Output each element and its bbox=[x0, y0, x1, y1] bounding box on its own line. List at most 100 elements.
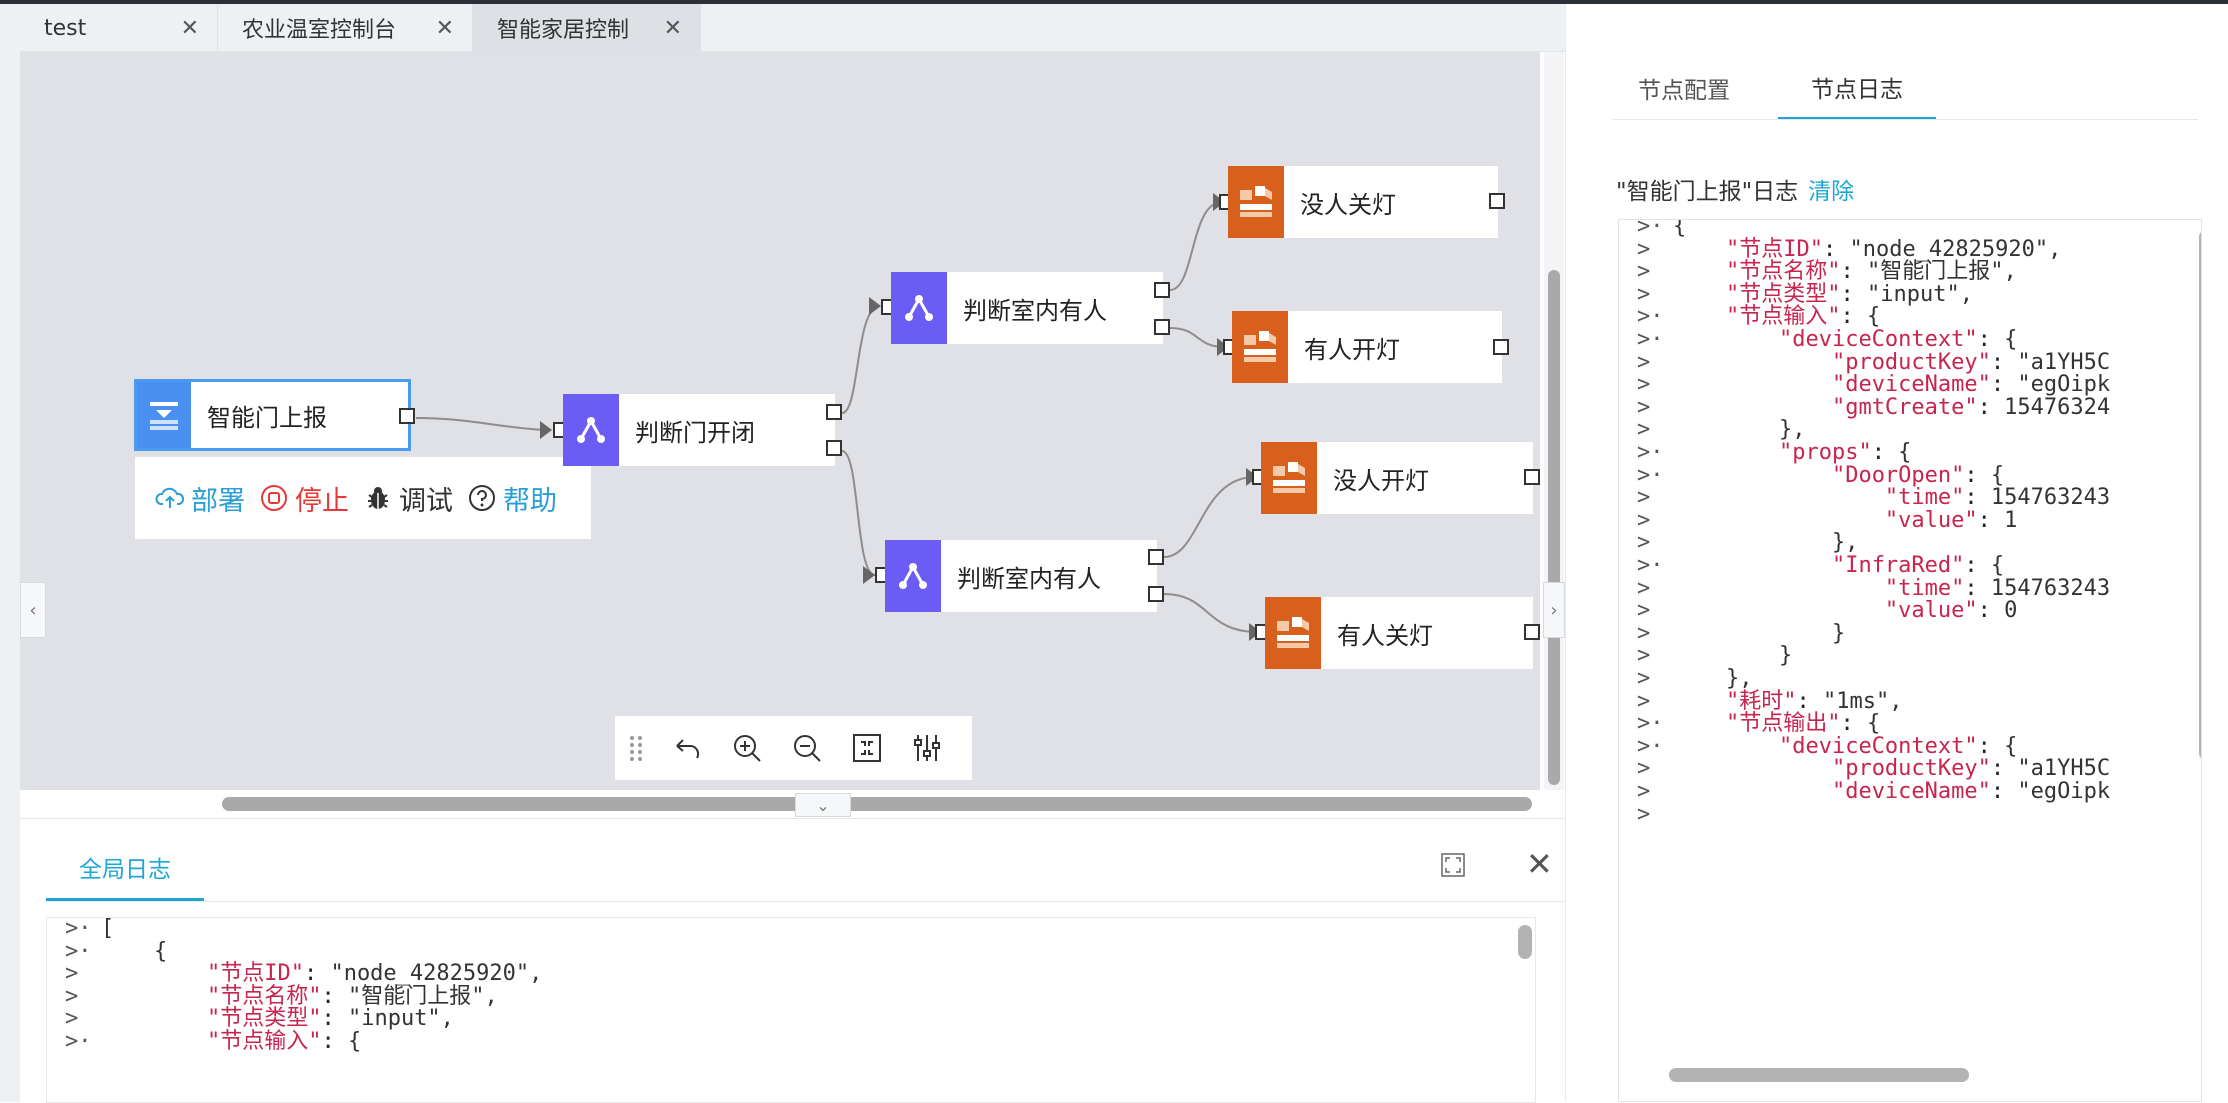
fold-gutter[interactable]: >· bbox=[1637, 733, 1664, 759]
collapse-bottom-button[interactable]: ⌄ bbox=[795, 793, 851, 817]
fold-gutter[interactable]: > bbox=[1637, 598, 1651, 624]
fold-gutter[interactable]: > bbox=[1637, 688, 1651, 714]
drag-handle-icon[interactable] bbox=[627, 730, 645, 766]
tab-global-log[interactable]: 全局日志 bbox=[46, 835, 204, 901]
node-output-port[interactable] bbox=[826, 440, 842, 456]
collapse-right-button[interactable]: › bbox=[1543, 582, 1565, 638]
node-output-port[interactable] bbox=[1493, 339, 1509, 355]
tab-greenhouse-console[interactable]: 农业温室控制台 ✕ bbox=[218, 4, 473, 52]
node-output-port[interactable] bbox=[1489, 193, 1505, 209]
chevron-left-icon: ‹ bbox=[29, 599, 37, 621]
fit-view-icon[interactable] bbox=[849, 730, 885, 766]
node-output-port[interactable] bbox=[399, 408, 415, 424]
expand-icon[interactable] bbox=[1438, 850, 1468, 880]
tab-label: 全局日志 bbox=[79, 856, 171, 883]
tab-node-config[interactable]: 节点配置 bbox=[1612, 56, 1756, 120]
code-line: >· "InfraRed": { bbox=[1619, 555, 2201, 577]
zoom-in-icon[interactable] bbox=[729, 730, 765, 766]
flow-node-someone-light-off[interactable]: 有人关灯 bbox=[1265, 597, 1533, 669]
fold-gutter[interactable]: >· bbox=[1637, 327, 1664, 352]
node-output-port[interactable] bbox=[1148, 549, 1164, 565]
log-horizontal-scrollbar[interactable] bbox=[1669, 1068, 1969, 1082]
undo-icon[interactable] bbox=[669, 730, 705, 766]
fold-gutter[interactable]: > bbox=[1637, 801, 1651, 827]
fold-gutter[interactable]: >· bbox=[1637, 304, 1664, 330]
tab-node-log[interactable]: 节点日志 bbox=[1778, 56, 1936, 120]
code-line: > "gmtCreate": 15476324 bbox=[1619, 394, 2201, 420]
node-output-port[interactable] bbox=[1524, 624, 1540, 640]
flow-node-nobody-light-on[interactable]: 没人开灯 bbox=[1261, 442, 1533, 514]
code-text: "节点输出": { bbox=[1725, 711, 1881, 737]
close-icon[interactable]: ✕ bbox=[435, 16, 454, 41]
clear-button[interactable]: 清除 bbox=[1808, 179, 1855, 205]
stop-button[interactable]: 停止 bbox=[259, 479, 349, 518]
canvas-horizontal-scrollbar[interactable] bbox=[222, 797, 1532, 811]
editor-tabs: test ✕ 农业温室控制台 ✕ 智能家居控制 ✕ bbox=[20, 4, 1565, 52]
flow-node-smart-door-report[interactable]: 智能门上报 bbox=[134, 379, 411, 451]
node-output-port[interactable] bbox=[1154, 282, 1170, 298]
fold-gutter[interactable]: > bbox=[1637, 281, 1651, 307]
fold-gutter[interactable]: > bbox=[1637, 530, 1651, 556]
tab-smart-home-control[interactable]: 智能家居控制 ✕ bbox=[473, 4, 701, 52]
code-line: > "deviceName": "egOipk bbox=[1619, 781, 2201, 803]
fold-gutter[interactable]: >· bbox=[65, 1029, 92, 1054]
node-output-port[interactable] bbox=[1524, 469, 1540, 485]
tab-test[interactable]: test ✕ bbox=[20, 4, 218, 52]
node-output-port[interactable] bbox=[826, 404, 842, 420]
fold-gutter[interactable]: > bbox=[1637, 259, 1651, 285]
chevron-down-icon: ⌄ bbox=[816, 795, 830, 815]
close-icon[interactable]: ✕ bbox=[1526, 845, 1553, 883]
fold-gutter[interactable]: > bbox=[1637, 372, 1651, 398]
fold-gutter[interactable]: > bbox=[1637, 666, 1651, 691]
settings-sliders-icon[interactable] bbox=[909, 730, 945, 766]
fold-gutter[interactable]: > bbox=[1637, 620, 1651, 646]
flow-node-nobody-light-off[interactable]: 没人关灯 bbox=[1228, 166, 1498, 238]
fold-gutter[interactable]: >· bbox=[1637, 711, 1664, 737]
canvas-vertical-scrollbar[interactable] bbox=[1548, 270, 1560, 785]
log-vertical-scrollbar[interactable] bbox=[2199, 230, 2201, 760]
fold-gutter[interactable]: > bbox=[1637, 575, 1651, 601]
log-scrollbar[interactable] bbox=[1518, 925, 1532, 959]
collapse-left-button[interactable]: ‹ bbox=[20, 582, 46, 638]
fold-gutter[interactable]: >· bbox=[1637, 553, 1664, 578]
node-output-port[interactable] bbox=[1154, 319, 1170, 335]
fold-gutter[interactable]: > bbox=[1637, 236, 1651, 262]
fold-gutter[interactable]: > bbox=[1637, 643, 1651, 669]
zoom-out-icon[interactable] bbox=[789, 730, 825, 766]
chevron-right-icon: › bbox=[1550, 599, 1558, 621]
code-line: > "productKey": "a1YH5C bbox=[1619, 349, 2201, 375]
fold-gutter[interactable]: >· bbox=[65, 938, 92, 964]
code-text: "InfraRed": { bbox=[1831, 553, 2005, 578]
fold-gutter[interactable]: >· bbox=[1637, 219, 1664, 239]
fold-gutter[interactable]: > bbox=[1637, 349, 1651, 375]
fold-gutter[interactable]: > bbox=[1637, 779, 1651, 804]
close-icon[interactable]: ✕ bbox=[180, 16, 199, 41]
fold-gutter[interactable]: > bbox=[1637, 507, 1651, 533]
fold-gutter[interactable]: > bbox=[1637, 485, 1651, 511]
global-log-viewer[interactable]: >·[>· {> "节点ID": "node_42825920",> "节点名称… bbox=[46, 917, 1536, 1103]
fold-gutter[interactable]: > bbox=[65, 961, 79, 987]
fold-gutter[interactable]: > bbox=[1637, 417, 1651, 443]
node-context-menu: 部署 停止 调试 帮助 bbox=[135, 457, 591, 539]
fold-gutter[interactable]: > bbox=[65, 1006, 79, 1032]
code-text: "productKey": "a1YH5C bbox=[1831, 349, 2111, 375]
switch-node-icon bbox=[891, 272, 947, 344]
fold-gutter[interactable]: > bbox=[65, 983, 79, 1009]
fold-gutter[interactable]: > bbox=[1637, 756, 1651, 782]
flow-node-judge-occupied-1[interactable]: 判断室内有人 bbox=[891, 272, 1163, 344]
code-line: >· "节点输出": { bbox=[1619, 713, 2201, 735]
close-icon[interactable]: ✕ bbox=[663, 16, 682, 41]
code-text: "props": { bbox=[1778, 440, 1912, 465]
fold-gutter[interactable]: > bbox=[1637, 394, 1651, 420]
node-log-viewer[interactable]: >·{> "节点ID": "node_42825920",> "节点名称": "… bbox=[1618, 219, 2202, 1102]
help-button[interactable]: 帮助 bbox=[467, 479, 557, 518]
flow-node-judge-occupied-2[interactable]: 判断室内有人 bbox=[885, 540, 1157, 612]
deploy-button[interactable]: 部署 bbox=[155, 479, 245, 518]
fold-gutter[interactable]: >· bbox=[1637, 462, 1664, 488]
node-output-port[interactable] bbox=[1148, 586, 1164, 602]
flow-node-judge-door[interactable]: 判断门开闭 bbox=[563, 394, 835, 466]
fold-gutter[interactable]: >· bbox=[65, 917, 92, 941]
flow-node-someone-light-on[interactable]: 有人开灯 bbox=[1232, 311, 1502, 383]
debug-button[interactable]: 调试 bbox=[363, 479, 453, 518]
fold-gutter[interactable]: >· bbox=[1637, 440, 1664, 465]
